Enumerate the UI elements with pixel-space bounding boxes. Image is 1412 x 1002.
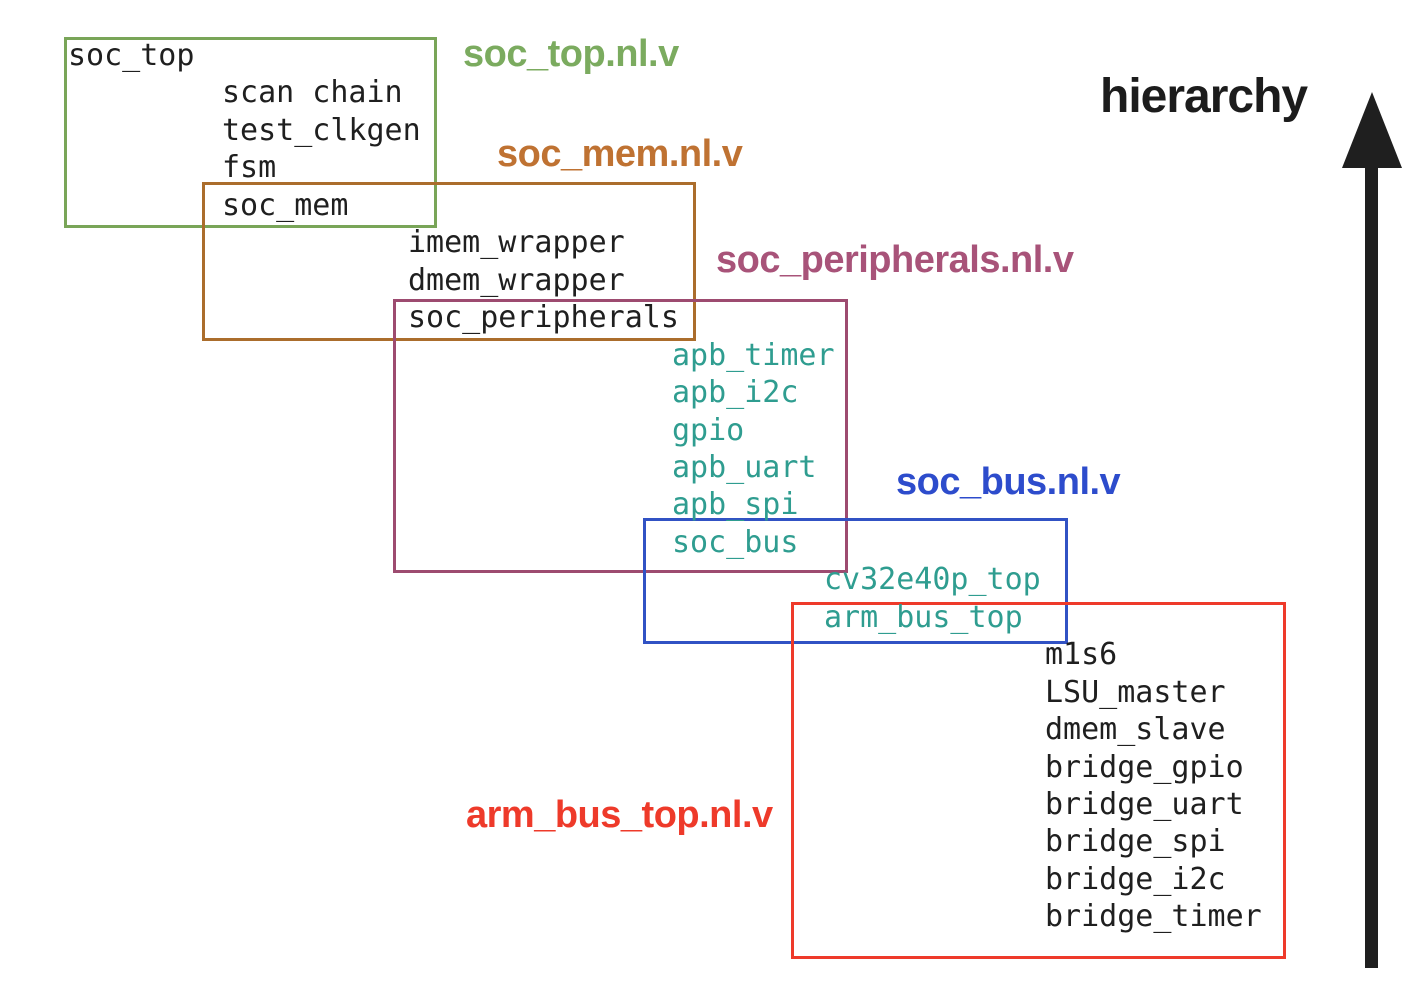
module-gpio: gpio [672,412,745,448]
module-soc-bus: soc_bus [672,524,799,560]
module-m1s6: m1s6 [1045,637,1118,673]
module-dmem-wrapper: dmem_wrapper [408,262,625,298]
module-scan-chain: scan chain [222,75,403,111]
soc-top-netlist-box [64,37,437,228]
arm-bus-top-netlist-box [791,602,1286,959]
module-apb-spi: apb_spi [672,487,799,523]
module-apb-uart: apb_uart [672,449,817,485]
module-soc-mem: soc_mem [222,187,349,223]
module-bridge-i2c: bridge_i2c [1045,861,1226,897]
soc-mem-netlist-box [202,182,696,341]
module-apb-i2c: apb_i2c [672,375,799,411]
module-soc-peripherals: soc_peripherals [408,300,679,336]
soc-peripherals-netlist-box [393,299,848,573]
module-dmem-slave: dmem_slave [1045,712,1226,748]
label-soc-bus-file: soc_bus.nl.v [896,461,1121,503]
module-bridge-gpio: bridge_gpio [1045,749,1244,785]
module-test-clkgen: test_clkgen [222,112,421,148]
hierarchy-label: hierarchy [1100,70,1308,123]
module-bridge-uart: bridge_uart [1045,787,1244,822]
hierarchy-arrow-head-icon [1342,92,1402,168]
label-soc-peripherals-file: soc_peripherals.nl.v [716,239,1074,281]
label-arm-bus-top-file: arm_bus_top.nl.v [466,794,773,836]
module-apb-timer: apb_timer [672,337,835,373]
module-imem-wrapper: imem_wrapper [408,225,625,261]
module-arm-bus-top: arm_bus_top [824,599,1023,635]
module-bridge-spi: bridge_spi [1045,824,1226,860]
module-lsu-master: LSU_master [1045,674,1226,710]
hierarchy-arrow-shaft [1365,160,1378,968]
label-soc-mem-file: soc_mem.nl.v [497,133,743,175]
module-soc-top: soc_top [68,38,195,73]
soc-bus-netlist-box [643,518,1068,644]
module-cv32e40p-top: cv32e40p_top [824,562,1041,598]
label-soc-top-file: soc_top.nl.v [463,33,679,75]
module-bridge-timer: bridge_timer [1045,899,1262,935]
module-fsm: fsm [222,150,277,186]
